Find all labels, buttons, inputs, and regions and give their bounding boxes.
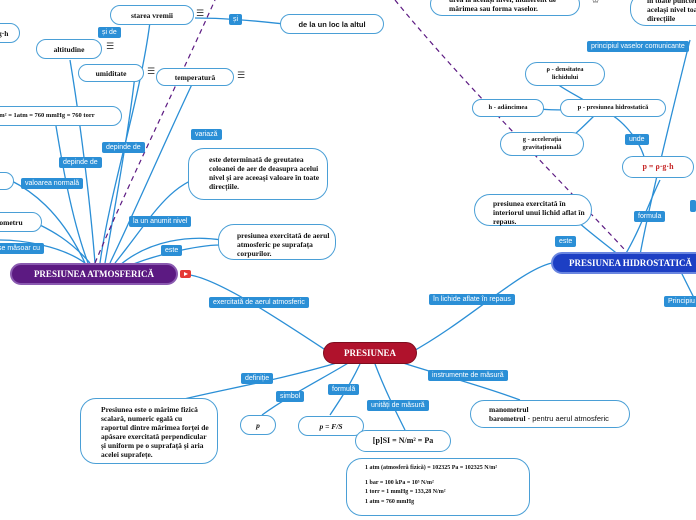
label-depinde-de-2: depinde de	[59, 157, 102, 168]
notes-icon: ☰	[196, 9, 205, 19]
label-partial-right	[690, 200, 696, 212]
node-greutate-coloanei[interactable]: este determinată de greutatea coloanei d…	[188, 148, 328, 200]
top-right-text: în toate punctele la același nivel toate…	[647, 0, 696, 23]
label-instrumente: instrumente de măsură	[428, 370, 508, 381]
label-depinde-de-1: depinde de	[102, 142, 145, 153]
node-definitie-presiune[interactable]: Presiunea este o mărime fizică scalară, …	[80, 398, 218, 464]
label-este-2: este	[555, 236, 577, 247]
conversie-1: 1 atm (atmosferă fizică) = 102325 Pa = 1…	[365, 465, 498, 471]
node-presiunea-hidrostatica[interactable]: PRESIUNEA HIDROSTATICĂ	[551, 252, 696, 274]
node-temperatura[interactable]: temperatură	[156, 68, 234, 86]
label-variaza: variază	[191, 129, 222, 140]
central-node-presiunea[interactable]: PRESIUNEA	[323, 342, 417, 364]
label-se-masoara-cu: se măsoar cu	[0, 243, 45, 254]
definitie-text: Presiunea este o mărime fizică scalară, …	[101, 405, 209, 459]
exercitata-text: presiunea exercitată de aerul atmosferic…	[237, 231, 330, 258]
conversie-4: 1 atm = 760 mmHg	[365, 498, 415, 505]
node-lichid-repaus[interactable]: presiunea exercitată în interiorul unui …	[474, 194, 592, 226]
conversie-3: 1 torr = 1 mmHg = 133,28 N/m²	[365, 489, 446, 496]
notes-icon: ☰	[237, 71, 246, 81]
trophy-icon: ♔	[592, 0, 600, 5]
youtube-icon[interactable]	[180, 270, 191, 278]
node-unitate-si[interactable]: [p]SI = N/m² = Pa	[355, 430, 451, 452]
label-simbol: simbol	[276, 391, 305, 402]
node-g-acceleratia[interactable]: g - accelerația gravitațională	[500, 132, 584, 156]
lichid-text: presiunea exercitată în interiorul unui …	[493, 199, 585, 226]
label-formula-2: formulă	[328, 384, 360, 395]
barometrul-line: barometrul - pentru aerul atmosferic	[489, 414, 609, 423]
label-valoarea-normala: valoarea normală	[21, 178, 84, 189]
node-umiditate[interactable]: umiditate	[78, 64, 144, 82]
node-h-adancimea[interactable]: h - adâncimea	[472, 99, 544, 117]
node-partial-left[interactable]	[0, 172, 14, 190]
label-in-lichide: în lichide aflate în repaus	[429, 294, 515, 305]
label-principiul: Principiu	[664, 296, 696, 307]
node-presiunea-atmosferica[interactable]: PRESIUNEA ATMOSFERICĂ	[10, 263, 178, 285]
label-si: și	[229, 14, 243, 25]
node-simbol-p[interactable]: p	[240, 415, 276, 435]
node-top-right[interactable]: în toate punctele la același nivel toate…	[630, 0, 696, 26]
node-de-la-un-loc-la-altul[interactable]: de la un loc la altul	[280, 14, 384, 34]
node-rho-g-h-left[interactable]: ρ·g·h	[0, 23, 20, 43]
node-conversii[interactable]: 1 atm (atmosferă fizică) = 102325 Pa = 1…	[346, 458, 530, 516]
label-unde: unde	[625, 134, 649, 145]
node-instrumente[interactable]: manometrul barometrul - pentru aerul atm…	[470, 400, 630, 428]
vase-text: urea la același nivel, indiferent de măr…	[449, 0, 556, 13]
node-presiunea-exercitata-aer[interactable]: presiunea exercitată de aerul atmosferic…	[218, 224, 336, 260]
node-ometru[interactable]: ometru	[0, 212, 42, 232]
label-la-un-anumit-nivel: la un anumit nivel	[129, 216, 192, 227]
label-principiul-vaselor: principiul vaselor comunicante	[587, 41, 689, 52]
notes-icon: ☰	[147, 67, 156, 77]
greutate-text: este determinată de greutatea coloanei d…	[209, 155, 320, 191]
node-altitudine[interactable]: altitudine	[36, 39, 102, 59]
notes-icon: ☰	[106, 42, 115, 52]
node-p-presiunea-hidrostatica[interactable]: p - presiunea hidrostatică	[560, 99, 666, 117]
node-starea-vremii[interactable]: starea vremii	[110, 5, 194, 25]
label-unitati: unități de măsură	[367, 400, 429, 411]
node-vase-text[interactable]: urea la același nivel, indiferent de măr…	[430, 0, 580, 16]
label-exercitata-aer: exercitată de aerul atmosferic	[209, 297, 309, 308]
label-este-1: este	[161, 245, 183, 256]
label-si-de: și de	[98, 27, 121, 38]
node-rho-densitatea[interactable]: ρ - densitatea lichidului	[525, 62, 605, 86]
conversie-2: 1 bar = 100 kPa = 10⁵ N/m²	[365, 480, 434, 487]
node-formula-hidro[interactable]: p = ρ·g·h	[622, 156, 694, 178]
node-valoare-normala-value[interactable]: /m² = 1atm = 760 mmHg = 760 torr	[0, 106, 122, 126]
label-definitie: definiție	[241, 373, 274, 384]
manometrul-text: manometrul	[489, 405, 529, 414]
label-formula-1: formula	[634, 211, 666, 222]
node-formula-p-f-s[interactable]: p = F/S	[298, 416, 364, 436]
